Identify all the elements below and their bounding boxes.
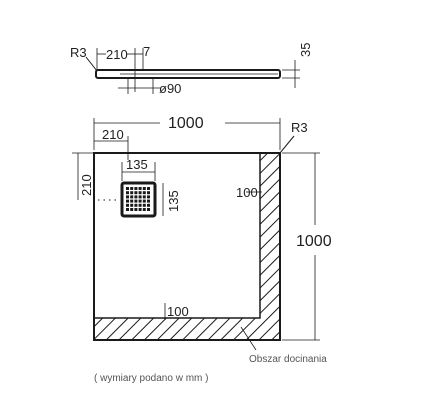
drain-grate-cell (147, 187, 150, 190)
drain-grate-cell (134, 191, 138, 195)
drain-grate-cell (126, 187, 129, 190)
drain-grate-cell (134, 208, 138, 211)
cut-right-label: 100 (236, 185, 258, 200)
side-drain-label: ø90 (159, 81, 181, 96)
cut-area-leader (240, 326, 257, 351)
drain-w-label: 135 (126, 157, 148, 172)
side-radius-leader (85, 56, 98, 72)
drain-grate-cell (130, 195, 134, 199)
drain-grate-cell (134, 187, 138, 190)
drain-grate-cell (126, 195, 129, 199)
drain-grate-cell (134, 199, 138, 203)
drain-grate-cell (142, 191, 146, 195)
side-offset-label: 210 (106, 47, 128, 62)
drain-grate-cell (134, 203, 138, 207)
drain-grate-cell (134, 195, 138, 199)
drain-grate-cell (147, 191, 150, 195)
drain-grate-cell (130, 208, 134, 211)
tray-outline (93, 152, 281, 341)
width-label: 1000 (168, 115, 204, 132)
drain-grate-cell (126, 203, 129, 207)
offset-x-label: 210 (102, 127, 124, 142)
drain-grate-cell (126, 191, 129, 195)
drain-grate-cell (138, 191, 142, 195)
side-gap-label: 7 (143, 44, 150, 59)
drain-grate-cell (126, 208, 129, 211)
drain-grate-cell (138, 195, 142, 199)
drain-grate-cell (142, 195, 146, 199)
top-view: 1000 R3 210 210 135 135 100 100 (72, 115, 332, 365)
side-view: R3 210 7 ø90 35 (70, 43, 313, 96)
drain-grate-cell (147, 195, 150, 199)
side-thickness-label: 35 (298, 43, 313, 57)
units-note: ( wymiary podano w mm ) (94, 373, 208, 384)
cut-area-label: Obszar docinania (249, 354, 327, 365)
top-radius-leader (279, 135, 295, 154)
drain-grate-cell (130, 191, 134, 195)
drain-grate-cell (138, 203, 142, 207)
drain-grate-cell (130, 199, 134, 203)
drain-grate-cell (130, 187, 134, 190)
drain-grate-cell (130, 203, 134, 207)
drain-grate-cell (147, 199, 150, 203)
side-radius-label: R3 (70, 45, 87, 60)
drain-grate-cell (126, 199, 129, 203)
drain-grate-cell (138, 199, 142, 203)
height-label: 1000 (296, 233, 332, 250)
drain-grate-cell (147, 203, 150, 207)
drain-grate-cell (142, 199, 146, 203)
drain-grate-cell (142, 203, 146, 207)
drain-grate-cell (147, 208, 150, 211)
drain-h-label: 135 (166, 190, 181, 212)
top-radius-label: R3 (291, 120, 308, 135)
offset-y-label: 210 (79, 174, 94, 196)
drain-grate-cell (142, 187, 146, 190)
cut-bottom-label: 100 (167, 304, 189, 319)
drain-grate-cell (142, 208, 146, 211)
drain-grate (126, 187, 150, 211)
drain-grate-cell (138, 208, 142, 211)
drain-grate-cell (138, 187, 142, 190)
